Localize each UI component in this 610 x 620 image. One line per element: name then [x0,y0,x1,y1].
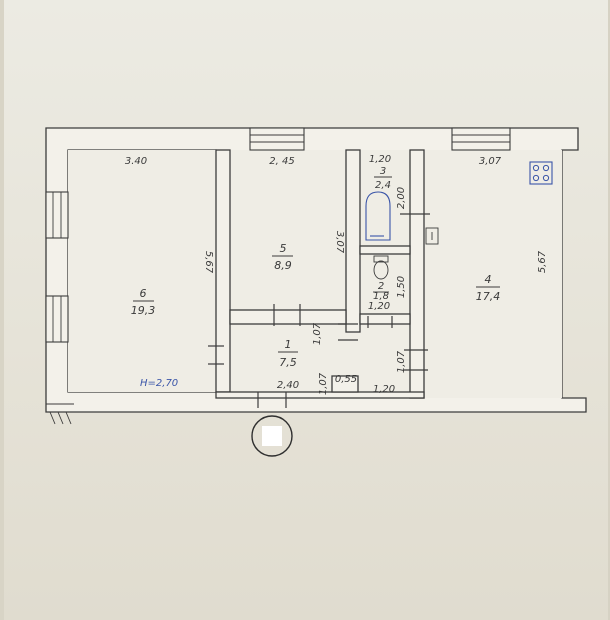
svg-text:5,67: 5,67 [203,251,214,274]
door-marks [208,213,430,408]
dim-corridor-right: 1,07 [396,350,407,373]
toilet [373,255,389,280]
svg-text:1,50: 1,50 [396,276,407,298]
svg-text:19,3: 19,3 [131,304,156,317]
dim-door-gap: 0,55 [335,374,357,385]
svg-text:3,07: 3,07 [479,156,502,167]
svg-text:1,20: 1,20 [369,154,391,165]
window-top [249,127,511,151]
svg-text:2: 2 [378,281,384,292]
svg-text:17,4: 17,4 [476,290,501,303]
svg-text:2,4: 2,4 [375,180,391,191]
room-2-label: 2 1,8 1,20 1,50 [368,276,407,312]
window-left [45,191,69,343]
room-1-label: 1 7,5 2,40 [277,338,299,391]
svg-text:3: 3 [380,166,386,177]
room-3-label: 1,20 3 2,4 2,00 [369,154,407,209]
svg-text:1,8: 1,8 [373,291,389,302]
internal-walls [215,149,425,399]
svg-text:8,9: 8,9 [274,259,292,272]
svg-text:5,67: 5,67 [537,250,548,273]
svg-text:7,5: 7,5 [279,356,297,369]
outer-wall-ticks [45,128,74,425]
svg-text:4: 4 [485,273,492,286]
svg-text:5: 5 [280,242,287,255]
svg-text:1,20: 1,20 [368,301,390,312]
dim-door-gap-2: 1,07 [318,372,329,395]
svg-text:1: 1 [285,338,292,351]
sheet-left-edge [0,0,4,620]
stove-icon [529,161,553,185]
sheet-right-edge [608,0,610,620]
svg-text:2, 45: 2, 45 [269,156,294,167]
entrance-marker [251,415,293,457]
svg-text:2,00: 2,00 [396,187,407,209]
kitchen-sink [425,227,439,245]
room-6-label: 6 19,3 3.40 5,67 [125,156,214,317]
bathtub [365,191,391,241]
room-4-label: 4 17,4 3,07 5,67 [476,156,548,303]
dim-hall-left: 1,07 [312,322,323,345]
room-5-label: 5 8,9 2, 45 3,07 [269,156,345,272]
svg-text:2,40: 2,40 [277,380,299,391]
dim-hall-side: 1,20 [373,384,395,395]
svg-text:3,07: 3,07 [334,231,345,254]
svg-text:3.40: 3.40 [125,156,147,167]
ceiling-height-label: H=2,70 [140,378,178,389]
room-interiors [68,150,562,398]
svg-text:6: 6 [140,287,147,300]
